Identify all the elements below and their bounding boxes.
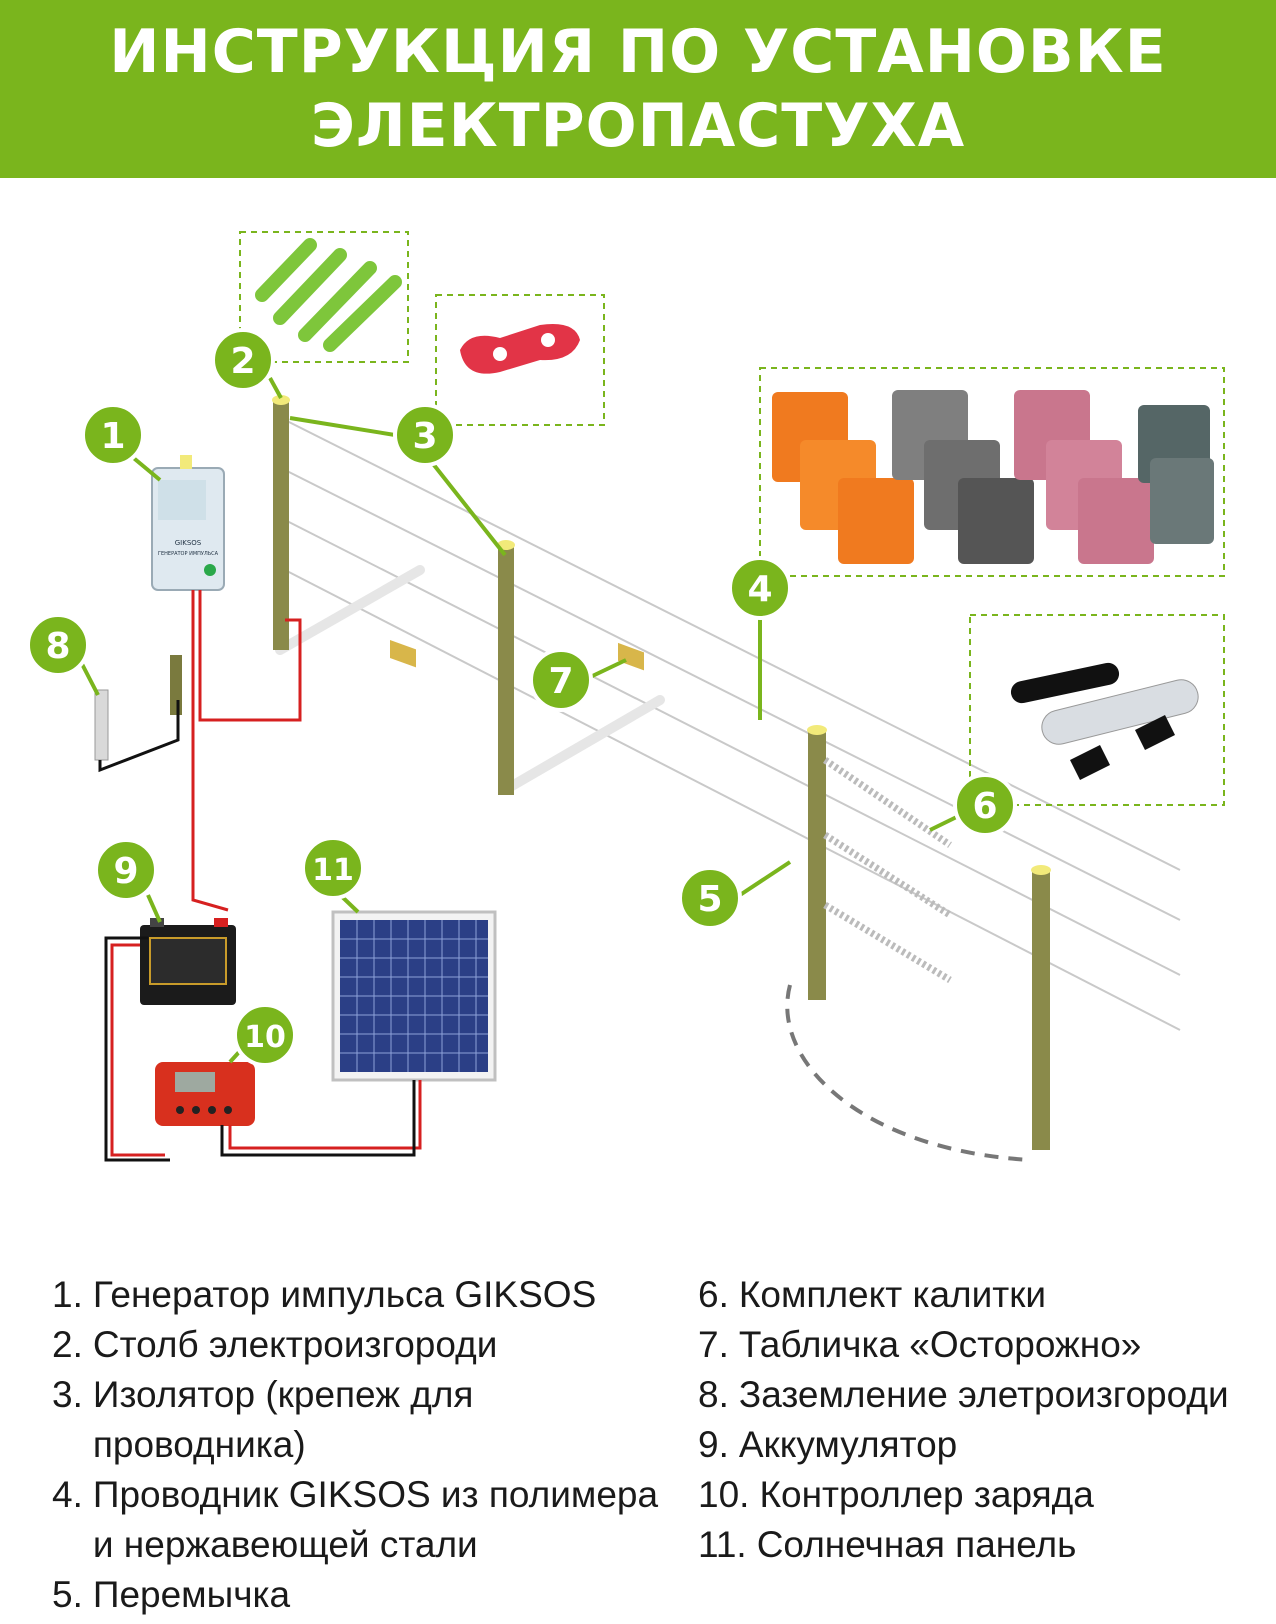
marker-6: 6	[953, 773, 1017, 837]
legend-number: 6.	[698, 1274, 729, 1315]
svg-text:3: 3	[412, 416, 437, 457]
legend-number: 8.	[698, 1374, 729, 1415]
legend-label: Изолятор (крепеж для проводника)	[92, 1374, 474, 1465]
marker-4: 4	[728, 556, 792, 620]
marker-5: 5	[678, 866, 742, 930]
legend-item: 8.Заземление элетроизгороди	[698, 1370, 1268, 1420]
charge-controller	[155, 1062, 255, 1126]
marker-2: 2	[211, 328, 275, 392]
inset-insulator	[435, 294, 605, 426]
shadows	[275, 565, 665, 795]
inset-conductor-reels	[759, 367, 1225, 577]
svg-text:2: 2	[230, 341, 255, 382]
markers: 1 2 3 4 5 6 7 8 9 10 11	[26, 328, 1017, 1067]
post-4	[1032, 870, 1050, 1150]
inset-conductor-rods	[239, 231, 409, 363]
legend-left: 1.Генератор импульса GIKSOS 2.Столб элек…	[52, 1270, 682, 1620]
fence-wires	[284, 419, 1181, 1031]
legend-number: 1.	[52, 1274, 83, 1315]
solar-panel	[331, 910, 497, 1082]
svg-text:7: 7	[548, 661, 573, 702]
legend-item: 7.Табличка «Осторожно»	[698, 1320, 1268, 1370]
legend-item: 4.Проводник GIKSOS из полимера и нержаве…	[52, 1470, 682, 1570]
legend-item: 11.Солнечная панель	[698, 1520, 1268, 1570]
legend-item: 1.Генератор импульса GIKSOS	[52, 1270, 682, 1320]
installation-diagram: GIKSOS ГЕНЕРАТОР ИМПУЛЬСА	[26, 231, 1225, 1162]
svg-text:10: 10	[244, 1020, 286, 1055]
legend-item: 3.Изолятор (крепеж для проводника)	[52, 1370, 682, 1470]
legend-number: 5.	[52, 1574, 83, 1615]
generator-brand: GIKSOS	[175, 539, 202, 547]
legend-item: 2.Столб электроизгороди	[52, 1320, 682, 1370]
marker-9: 9	[94, 838, 158, 902]
legend-label: Контроллер заряда	[759, 1474, 1094, 1515]
legend-label: Генератор импульса GIKSOS	[92, 1274, 597, 1315]
pulse-generator: GIKSOS ГЕНЕРАТОР ИМПУЛЬСА	[151, 455, 225, 715]
page-title-line-2: ЭЛЕКТРОПАСТУХА	[310, 91, 966, 161]
marker-11: 11	[301, 836, 365, 900]
legend-number: 10.	[698, 1474, 750, 1515]
legend-number: 4.	[52, 1474, 83, 1515]
ground-rod	[94, 689, 180, 773]
post-3-cap	[807, 725, 827, 735]
legend-label: Проводник GIKSOS из полимера и нержавеющ…	[92, 1474, 659, 1565]
page-title-line-1: ИНСТРУКЦИЯ ПО УСТАНОВКЕ	[109, 17, 1167, 87]
red-wires	[191, 590, 302, 912]
post-3	[808, 730, 826, 1000]
battery	[140, 918, 236, 1005]
power-wiring	[104, 936, 422, 1162]
marker-1: 1	[81, 403, 145, 467]
svg-text:4: 4	[747, 569, 772, 610]
gate-springs	[823, 757, 952, 984]
svg-text:8: 8	[45, 626, 70, 667]
legend-label: Табличка «Осторожно»	[738, 1324, 1142, 1365]
warning-sign	[390, 639, 416, 668]
legend-label: Заземление элетроизгороди	[738, 1374, 1229, 1415]
legend-number: 11.	[698, 1524, 747, 1565]
legend-number: 3.	[52, 1374, 83, 1415]
header-banner: ИНСТРУКЦИЯ ПО УСТАНОВКЕ ЭЛЕКТРОПАСТУХА	[0, 0, 1276, 178]
marker-7: 7	[529, 648, 593, 712]
gate-swing-path	[785, 984, 1031, 1162]
svg-text:1: 1	[100, 416, 125, 457]
svg-text:5: 5	[697, 879, 722, 920]
legend-number: 7.	[698, 1324, 729, 1365]
marker-3: 3	[393, 403, 457, 467]
warning-sign	[618, 642, 644, 671]
legend-item: 9.Аккумулятор	[698, 1420, 1268, 1470]
legend-number: 2.	[52, 1324, 83, 1365]
legend-label: Солнечная панель	[756, 1524, 1077, 1565]
marker-8: 8	[26, 613, 90, 677]
svg-text:11: 11	[312, 853, 354, 888]
marker-10: 10	[233, 1003, 297, 1067]
svg-text:6: 6	[972, 786, 997, 827]
legend-label: Аккумулятор	[738, 1424, 958, 1465]
legend-number: 9.	[698, 1424, 729, 1465]
post-2	[498, 545, 514, 795]
legend-item: 5.Перемычка	[52, 1570, 682, 1620]
svg-text:9: 9	[113, 851, 138, 892]
legend-label: Столб электроизгороди	[92, 1324, 498, 1365]
inset-gate-kit	[969, 614, 1225, 806]
generator-caption: ГЕНЕРАТОР ИМПУЛЬСА	[158, 551, 219, 557]
post-4-cap	[1031, 865, 1051, 875]
legend-label: Перемычка	[92, 1574, 291, 1615]
post-1-cap	[272, 395, 290, 405]
legend-item: 10.Контроллер заряда	[698, 1470, 1268, 1520]
legend-item: 6.Комплект калитки	[698, 1270, 1268, 1320]
post-1	[273, 400, 289, 650]
legend-label: Комплект калитки	[738, 1274, 1047, 1315]
legend-right: 6.Комплект калитки 7.Табличка «Осторожно…	[698, 1270, 1268, 1570]
